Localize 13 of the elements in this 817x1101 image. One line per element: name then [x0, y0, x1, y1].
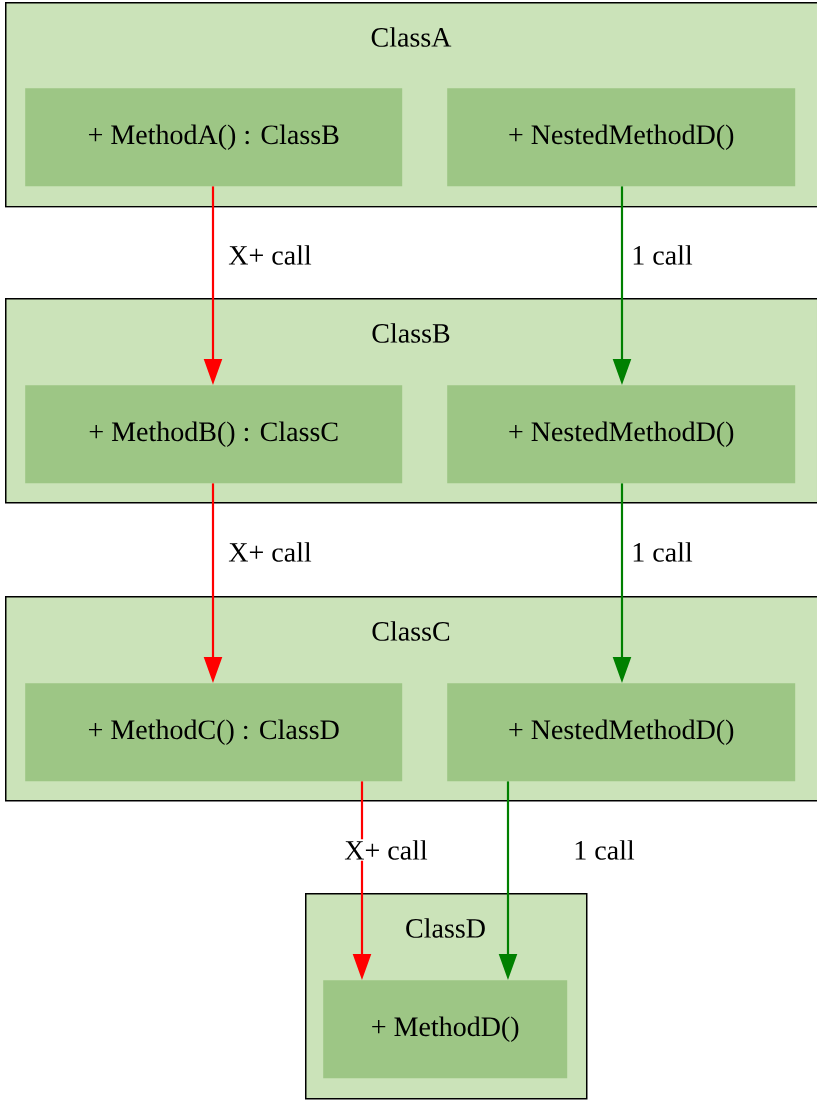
edge-label: 1 call	[630, 244, 694, 266]
method-box: + MethodD()	[323, 980, 568, 1079]
method-box: + MethodB() : ClassC	[25, 385, 403, 484]
edge-label: X+ call	[343, 839, 429, 861]
method-box: + NestedMethodD()	[447, 385, 796, 484]
method-box: + NestedMethodD()	[447, 88, 796, 187]
edge-label: X+ call	[227, 541, 313, 563]
edge-label: 1 call	[630, 541, 694, 563]
method-box: + MethodA() : ClassB	[25, 88, 403, 187]
method-box: + NestedMethodD()	[447, 683, 796, 782]
method-box: + MethodC() : ClassD	[25, 683, 403, 782]
edge-label: X+ call	[227, 244, 313, 266]
edge-label: 1 call	[572, 839, 636, 861]
